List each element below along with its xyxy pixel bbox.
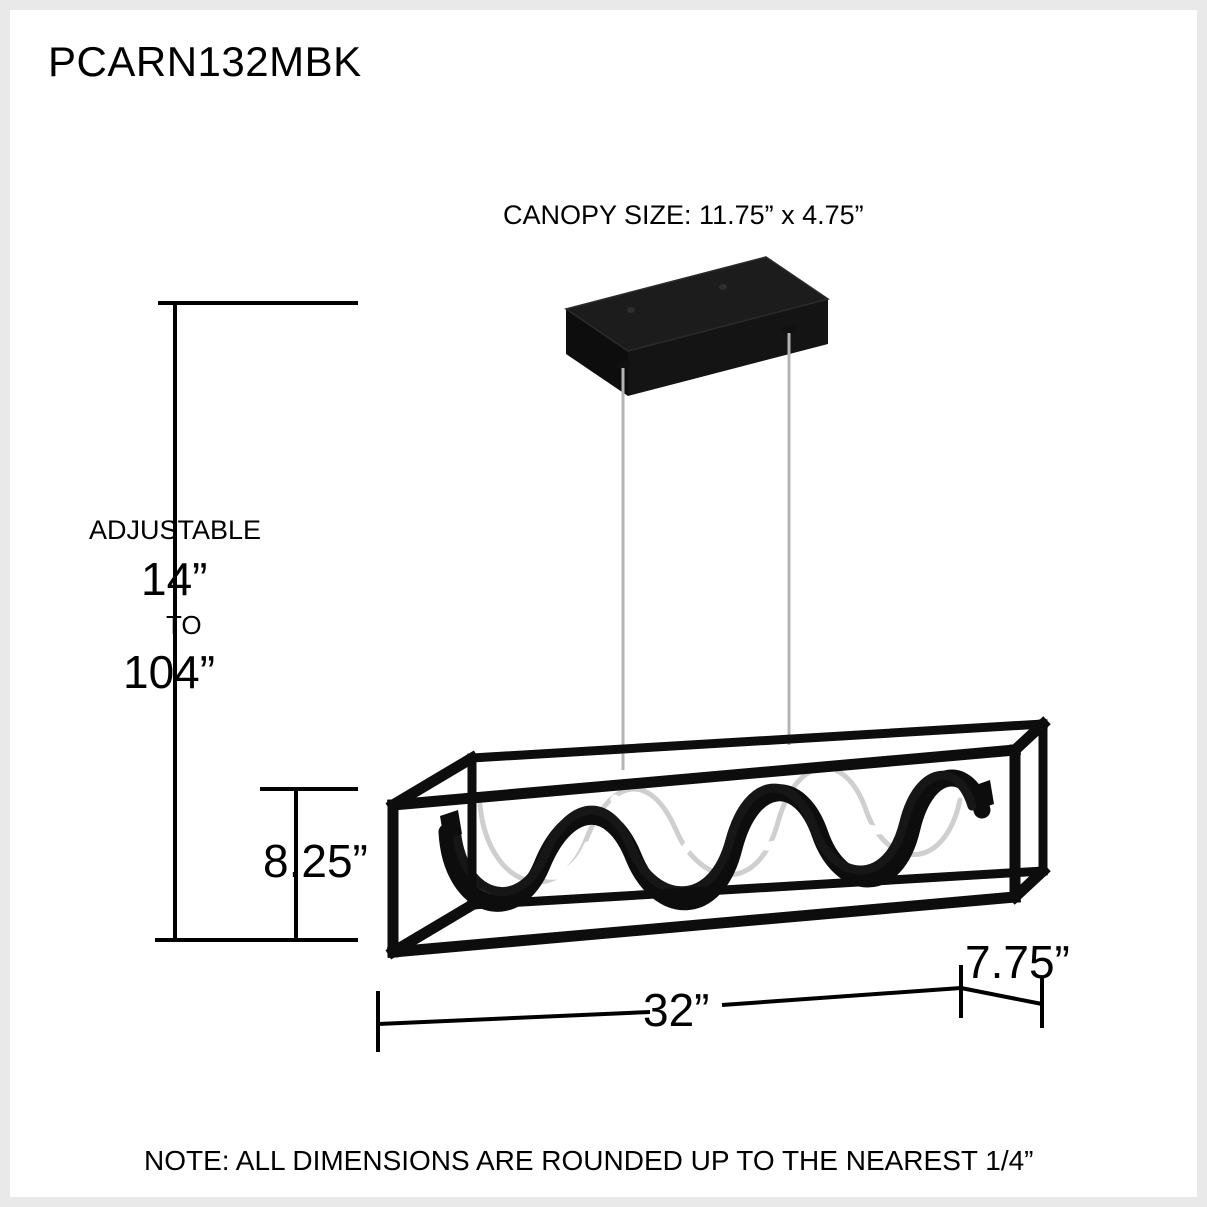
depth-dimension-line (959, 965, 1044, 1028)
adjustable-max-value: 104” (123, 646, 216, 698)
adjustable-to-label: TO (166, 610, 202, 640)
suspension-cable-icon (621, 333, 791, 770)
depth-dimension-label: 7.75” (965, 936, 1070, 988)
adjustable-dimension-line (155, 301, 358, 942)
page-title: PCARN132MBK (48, 38, 362, 85)
height-dimension-line (260, 787, 358, 940)
length-dimension-label: 32” (643, 984, 710, 1036)
technical-drawing (155, 256, 1051, 1052)
led-wave-ribbon-icon (438, 763, 994, 912)
note-text: NOTE: ALL DIMENSIONS ARE ROUNDED UP TO T… (144, 1145, 1034, 1176)
spec-sheet: PCARN132MBK CANOPY SIZE: 11.75” x 4.75” … (10, 10, 1197, 1197)
canopy-box-icon (564, 256, 830, 396)
canopy-size-label: CANOPY SIZE: 11.75” x 4.75” (503, 200, 864, 230)
cage-frame-icon (385, 716, 1051, 960)
length-dimension-line (376, 986, 962, 1052)
height-dimension-label: 8.25” (263, 835, 368, 887)
